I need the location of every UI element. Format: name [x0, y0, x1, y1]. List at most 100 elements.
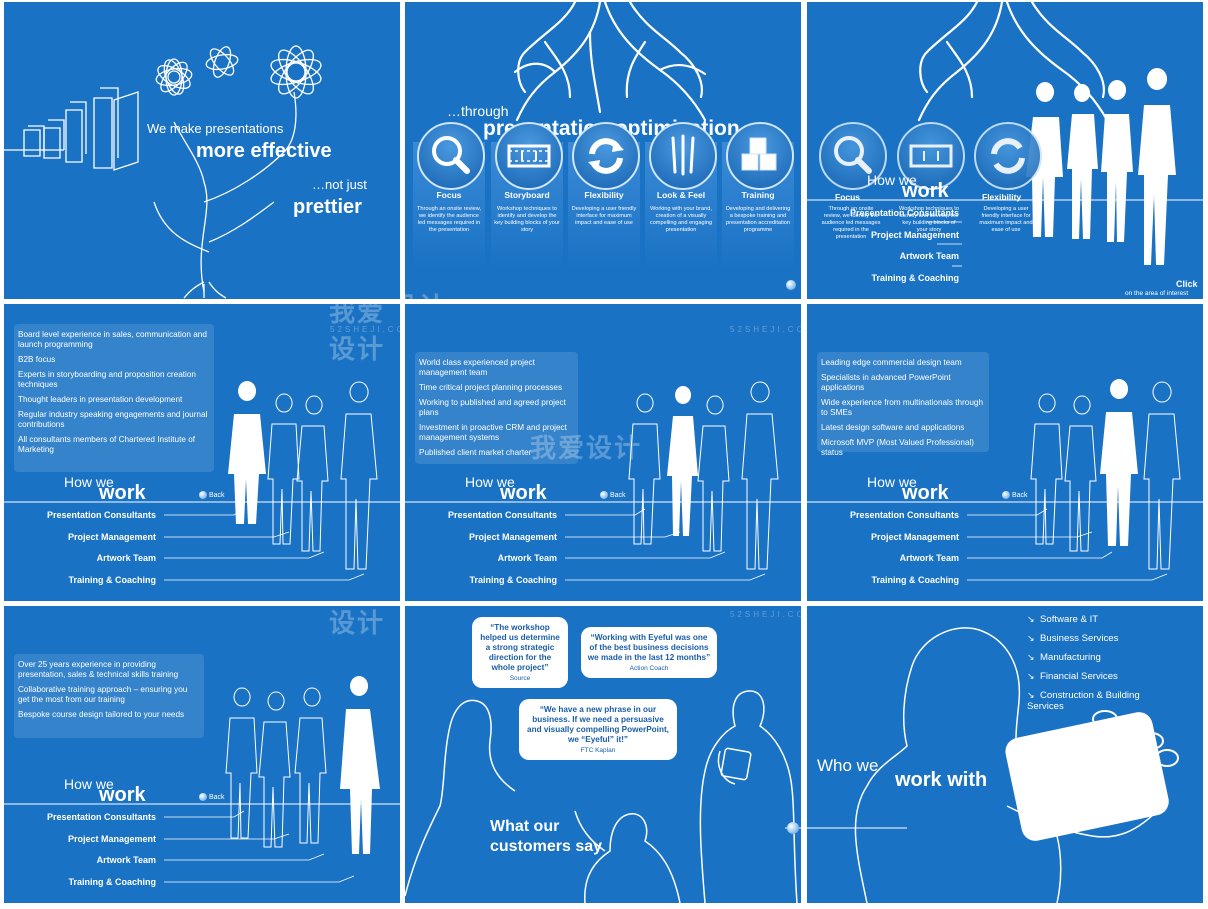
nav-artwork-team[interactable]: Artwork Team: [899, 251, 959, 261]
nav-project-management[interactable]: Project Management: [67, 532, 156, 542]
sector-item[interactable]: ↘Financial Services: [1027, 671, 1118, 682]
nav-artwork-team[interactable]: Artwork Team: [96, 855, 156, 865]
arrow-down-right-icon: ↘: [1027, 652, 1035, 662]
arrow-down-right-icon: ↘: [1027, 671, 1035, 681]
next-button[interactable]: [786, 280, 796, 290]
arrow-down-right-icon: ↘: [1027, 633, 1035, 643]
watermark-sub: 52SHEJI.CC: [330, 325, 406, 334]
slide-customers-say[interactable]: “The workshop helped us determine a stro…: [405, 606, 801, 903]
back-label: Back: [209, 793, 225, 801]
headline-line2: more effective: [196, 140, 332, 162]
roots-people-illustration: [807, 2, 1203, 267]
nav-artwork-team[interactable]: Artwork Team: [497, 553, 557, 563]
slide-presentation-optimisation[interactable]: …through presentation optimisation Focus…: [405, 2, 801, 299]
work-label: work: [99, 784, 146, 806]
watermark-sub: 52SHEJI.CC: [730, 610, 806, 619]
slide-make-presentations[interactable]: We make presentations more effective …no…: [4, 2, 400, 299]
nav-training-coaching[interactable]: Training & Coaching: [469, 575, 557, 585]
back-button[interactable]: Back: [1002, 491, 1028, 499]
info-item: Collaborative training approach – ensuri…: [18, 685, 188, 704]
through-label: …through: [447, 103, 509, 119]
nav-project-management[interactable]: Project Management: [870, 230, 959, 240]
back-label: Back: [1012, 491, 1028, 499]
sector-item[interactable]: ↘Construction & Building Services: [1027, 690, 1140, 712]
work-with-label: work with: [895, 769, 988, 791]
back-dot-icon: [600, 491, 608, 499]
back-dot-icon: [199, 491, 207, 499]
customers-outline-illustration: [405, 690, 801, 903]
paintbrushes-icon[interactable]: [649, 122, 717, 190]
column-title: Focus: [436, 190, 462, 200]
column-desc: Working with your brand, creation of a v…: [649, 206, 713, 233]
how-we-label: How we: [64, 776, 114, 792]
slide-project-management[interactable]: World class experienced project manageme…: [405, 304, 801, 601]
watermark-sub: 52SHEJI.CC: [730, 325, 806, 334]
nav-presentation-consultants[interactable]: Presentation Consultants: [46, 812, 156, 822]
nav-project-management[interactable]: Project Management: [67, 834, 156, 844]
sector-item[interactable]: ↘Software & IT: [1027, 614, 1099, 625]
work-label: work: [902, 482, 949, 504]
arrow-down-right-icon: ↘: [1027, 614, 1035, 624]
quote-text: “We have a new phrase in our business. I…: [527, 705, 669, 744]
info-item: Thought leaders in presentation developm…: [18, 395, 183, 404]
slide-artwork-team[interactable]: Leading edge commercial design team Spec…: [807, 304, 1203, 601]
nav-training-coaching[interactable]: Training & Coaching: [68, 575, 156, 585]
sector-item[interactable]: ↘Manufacturing: [1027, 652, 1101, 663]
nav-project-management[interactable]: Project Management: [870, 532, 959, 542]
nav-presentation-consultants[interactable]: Presentation Consultants: [849, 208, 959, 218]
back-button[interactable]: Back: [600, 491, 626, 499]
next-button[interactable]: [787, 822, 799, 834]
back-button[interactable]: Back: [199, 491, 225, 499]
back-button[interactable]: Back: [199, 793, 225, 801]
arrow-down-right-icon: ↘: [1027, 690, 1035, 700]
nav-project-management[interactable]: Project Management: [468, 532, 557, 542]
work-label: work: [500, 482, 547, 504]
slide-how-we-work-overview[interactable]: Focus Flexibility Through an onsite revi…: [807, 2, 1203, 299]
how-we-label: How we: [465, 474, 515, 490]
quote-bubble: “Working with Eyeful was one of the best…: [581, 627, 717, 678]
info-item: Investment in proactive CRM and project …: [419, 423, 567, 442]
column-desc: Workshop techniques to identify and deve…: [899, 206, 959, 233]
watermark-text: 我爱设计: [329, 608, 386, 638]
refresh-arrows-icon[interactable]: [572, 122, 640, 190]
nav-presentation-consultants[interactable]: Presentation Consultants: [447, 510, 557, 520]
nav-artwork-team[interactable]: Artwork Team: [96, 553, 156, 563]
back-label: Back: [209, 491, 225, 499]
nav-presentation-consultants[interactable]: Presentation Consultants: [849, 510, 959, 520]
customers-title-line2: customers say: [490, 838, 603, 855]
info-item: Bespoke course design tailored to your n…: [18, 710, 185, 719]
roots-illustration: [513, 2, 707, 122]
slide-presentation-consultants[interactable]: Board level experience in sales, communi…: [4, 304, 400, 601]
nav-presentation-consultants[interactable]: Presentation Consultants: [46, 510, 156, 520]
info-item: B2B focus: [18, 355, 56, 364]
nav-training-coaching[interactable]: Training & Coaching: [68, 877, 156, 887]
nav-training-coaching[interactable]: Training & Coaching: [871, 575, 959, 585]
how-we-label: How we: [64, 474, 114, 490]
nav-artwork-team[interactable]: Artwork Team: [899, 553, 959, 563]
quote-source: FTC Kaplan: [580, 747, 616, 754]
info-item: Wide experience from multinationals thro…: [821, 398, 984, 417]
nav-training-coaching[interactable]: Training & Coaching: [871, 273, 959, 283]
how-we-label: How we: [867, 172, 917, 188]
info-panel: Over 25 years experience in providing pr…: [14, 654, 204, 738]
refresh-arrows-icon: [974, 122, 1042, 190]
magnifier-icon[interactable]: [417, 122, 485, 190]
film-strip-icon[interactable]: [495, 122, 563, 190]
sector-item[interactable]: ↘Business Services: [1027, 633, 1119, 644]
customers-title-line1: What our: [490, 818, 560, 835]
sector-list: ↘Software & IT ↘Business Services ↘Manuf…: [1027, 614, 1147, 720]
slide-who-we-work-with[interactable]: ↘Software & IT ↘Business Services ↘Manuf…: [807, 606, 1203, 903]
column-desc: Workshop techniques to identify and deve…: [494, 206, 560, 233]
slide-training-coaching[interactable]: Over 25 years experience in providing pr…: [4, 606, 400, 903]
quote-source: Action Coach: [629, 665, 669, 672]
quote-source: Source: [509, 675, 531, 682]
column-desc: Through an onsite review, we identify th…: [416, 206, 482, 233]
quote-text: “Working with Eyeful was one of the best…: [587, 633, 711, 662]
info-panel: Leading edge commercial design team Spec…: [817, 352, 989, 457]
info-item: Leading edge commercial design team: [821, 358, 962, 367]
info-item: Latest design software and applications: [821, 423, 965, 432]
how-we-label: How we: [867, 474, 917, 490]
column-desc: Through an onsite review, we identify th…: [821, 206, 881, 240]
cubes-icon[interactable]: [726, 122, 794, 190]
info-item: Board level experience in sales, communi…: [18, 330, 207, 349]
